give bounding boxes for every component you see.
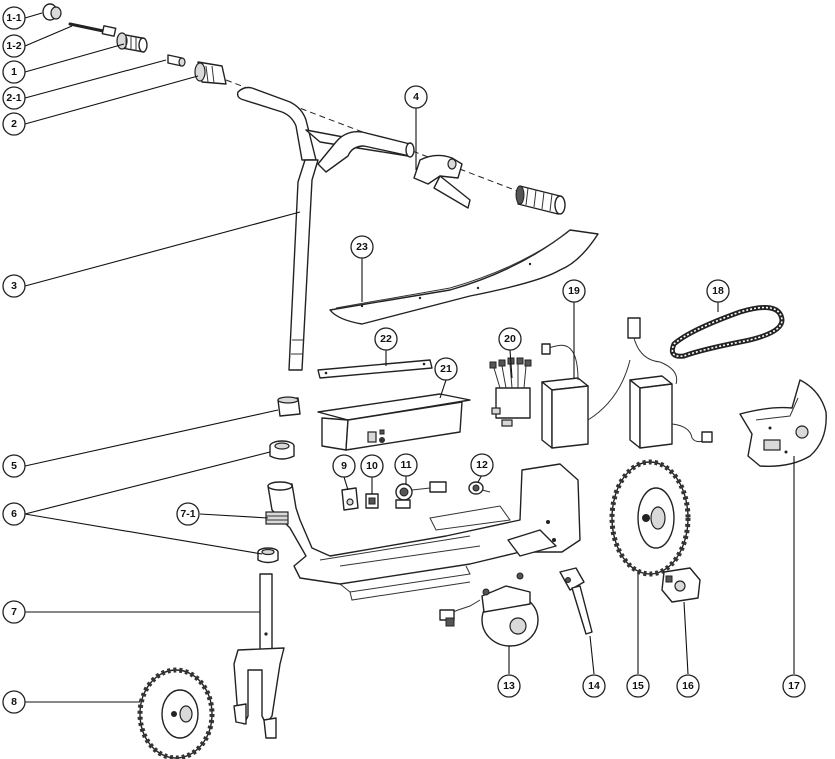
part-21-battery-box	[317, 393, 471, 451]
callout-13: 13	[497, 674, 521, 698]
callout-8: 8	[2, 690, 26, 714]
callout-17: 17	[782, 674, 806, 698]
part-13-motor	[439, 572, 539, 647]
callout-label: 18	[712, 285, 724, 297]
part-1-1-end-cap	[42, 3, 62, 21]
callout-label: 23	[356, 241, 368, 253]
callout-16: 16	[676, 674, 700, 698]
part-1-grip	[116, 32, 148, 53]
callout-label: 2	[11, 118, 17, 130]
part-6-headset-cup-upper	[269, 440, 295, 460]
callout-label: 21	[440, 363, 452, 375]
callout-22: 22	[374, 327, 398, 351]
callout-4: 4	[404, 85, 428, 109]
callout-12: 12	[470, 453, 494, 477]
callout-2-1: 2-1	[2, 86, 26, 110]
callout-11: 11	[394, 453, 418, 477]
callout-7: 7	[2, 600, 26, 624]
callout-label: 20	[504, 333, 516, 345]
part-10-connector	[365, 493, 379, 509]
callout-15: 15	[626, 674, 650, 698]
part-11-charge-port	[395, 481, 447, 509]
callout-9: 9	[332, 454, 356, 478]
part-right-grip	[515, 185, 566, 215]
callout-5: 5	[2, 454, 26, 478]
part-4-brake-lever	[413, 154, 471, 209]
callout-19: 19	[562, 279, 586, 303]
callout-label: 16	[682, 680, 694, 692]
callout-1-2: 1-2	[2, 34, 26, 58]
callout-20: 20	[498, 327, 522, 351]
callout-label: 7-1	[180, 508, 195, 520]
callout-label: 4	[413, 91, 419, 103]
callout-7-1: 7-1	[176, 502, 200, 526]
callout-label: 3	[11, 280, 17, 292]
callout-label: 19	[568, 285, 580, 297]
callout-label: 13	[503, 680, 515, 692]
part-7-1-head-tube-and-frame	[265, 463, 581, 601]
part-1-2-shaft	[68, 22, 117, 37]
part-19-battery	[541, 343, 631, 449]
callout-2: 2	[2, 112, 26, 136]
callout-label: 1	[11, 66, 17, 78]
callout-label: 14	[588, 680, 600, 692]
part-3-handlebar	[236, 86, 415, 371]
part-16-brake-caliper	[661, 567, 701, 603]
part-8-front-wheel	[137, 667, 215, 759]
callout-label: 22	[380, 333, 392, 345]
callout-label: 6	[11, 508, 17, 520]
callout-label: 5	[11, 460, 17, 472]
callout-10: 10	[360, 454, 384, 478]
callout-label: 1-2	[6, 40, 21, 52]
part-9-switch	[341, 487, 359, 511]
part-18-chain	[669, 305, 785, 359]
part-5-clamp	[277, 396, 301, 417]
callout-1: 1	[2, 60, 26, 84]
callout-14: 14	[582, 674, 606, 698]
callout-label: 17	[788, 680, 800, 692]
part-12-fuse	[468, 481, 491, 495]
callout-label: 10	[366, 460, 378, 472]
callout-23: 23	[350, 235, 374, 259]
callout-label: 12	[476, 459, 488, 471]
callout-6: 6	[2, 502, 26, 526]
callout-label: 9	[341, 460, 347, 472]
part-2-1-sleeve	[167, 54, 186, 67]
callout-label: 7	[11, 606, 17, 618]
part-battery-second	[627, 317, 713, 449]
callout-21: 21	[434, 357, 458, 381]
callout-3: 3	[2, 274, 26, 298]
part-14-kickstand	[559, 567, 593, 635]
part-2-throttle-housing	[194, 61, 227, 85]
part-22-plate	[317, 359, 433, 379]
callout-label: 8	[11, 696, 17, 708]
part-6-headset-cup-lower	[257, 547, 279, 564]
callout-1-1: 1-1	[2, 6, 26, 30]
leader-lines	[24, 12, 795, 703]
part-20-wiring-harness	[489, 357, 532, 427]
callout-label: 11	[400, 459, 411, 471]
part-15-rear-wheel	[609, 459, 691, 577]
callout-18: 18	[706, 279, 730, 303]
part-23-deck	[329, 229, 599, 325]
part-7-front-fork	[233, 573, 285, 739]
callout-label: 1-1	[6, 12, 21, 24]
callout-label: 15	[632, 680, 644, 692]
part-17-chain-guard	[739, 379, 827, 467]
callout-label: 2-1	[6, 92, 21, 104]
